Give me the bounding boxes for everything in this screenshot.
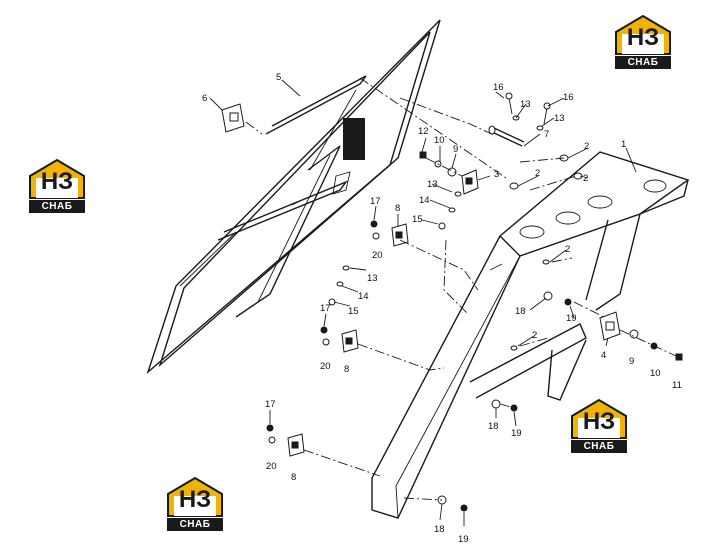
- callout-19: 19: [511, 428, 522, 439]
- callout-2: 2: [532, 330, 537, 341]
- callout-19: 19: [458, 534, 469, 545]
- callout-17: 17: [370, 196, 381, 207]
- callout-18: 18: [515, 306, 526, 317]
- nz-snab-logo: НЗ СНАБ: [568, 398, 630, 454]
- nz-snab-logo: НЗ СНАБ: [612, 14, 674, 70]
- callout-4: 4: [601, 350, 606, 361]
- callout-18: 18: [488, 421, 499, 432]
- rod-7: [488, 125, 525, 147]
- callout-13: 13: [520, 99, 531, 110]
- callout-1: 1: [621, 139, 626, 150]
- callout-2: 2: [565, 244, 570, 255]
- callout-16: 16: [563, 92, 574, 103]
- callout-10: 10: [650, 368, 661, 379]
- callout-labels: 5 6 1 2 2 2 2 2 16 13 16 13 7 12 10 9 3 …: [202, 72, 682, 545]
- callout-7: 7: [544, 129, 549, 140]
- callout-8: 8: [344, 364, 349, 375]
- frame-post: [371, 151, 690, 519]
- callout-13: 13: [554, 113, 565, 124]
- logo-bottom-text: СНАБ: [29, 200, 85, 213]
- callout-11: 11: [672, 380, 682, 391]
- hinge-bracket-6: [221, 103, 263, 135]
- callout-13: 13: [367, 273, 378, 284]
- logo-top-text: НЗ: [178, 486, 212, 513]
- callout-17: 17: [320, 303, 331, 314]
- hinge-8-upper: [391, 223, 409, 247]
- callout-2: 2: [584, 141, 589, 152]
- callout-10: 10: [434, 135, 445, 146]
- bracket-3: [461, 169, 479, 195]
- callout-20: 20: [372, 250, 383, 261]
- logo-bottom-text: СНАБ: [571, 440, 627, 453]
- callout-20: 20: [266, 461, 277, 472]
- door-latch-plate: [343, 118, 365, 160]
- callout-2: 2: [583, 173, 588, 184]
- callout-14: 14: [419, 195, 430, 206]
- callout-6: 6: [202, 93, 207, 104]
- hinge-8-middle: [341, 329, 359, 353]
- callout-15: 15: [412, 214, 423, 225]
- callout-13: 13: [427, 179, 438, 190]
- logo-bottom-text: СНАБ: [167, 518, 223, 531]
- hinge-8-lower: [287, 433, 305, 457]
- logo-top-text: НЗ: [40, 168, 74, 195]
- logo-top-text: НЗ: [582, 408, 616, 435]
- bracket-4: [599, 311, 621, 341]
- callout-18: 18: [434, 524, 445, 535]
- callout-8: 8: [395, 203, 400, 214]
- callout-2: 2: [535, 168, 540, 179]
- callout-12: 12: [418, 126, 429, 137]
- callout-9: 9: [453, 144, 458, 155]
- callout-3: 3: [494, 169, 499, 180]
- fasteners: [266, 92, 683, 512]
- leader-lines: [209, 79, 637, 526]
- callout-15: 15: [348, 306, 359, 317]
- nz-snab-logo: НЗ СНАБ: [26, 158, 88, 214]
- callout-19: 19: [566, 313, 577, 324]
- callout-9: 9: [629, 356, 634, 367]
- callout-20: 20: [320, 361, 331, 372]
- callout-8: 8: [291, 472, 296, 483]
- callout-17: 17: [265, 399, 276, 410]
- callout-5: 5: [276, 72, 281, 83]
- door-frame: [146, 19, 441, 375]
- logo-bottom-text: СНАБ: [615, 56, 671, 69]
- callout-14: 14: [358, 291, 369, 302]
- logo-top-text: НЗ: [626, 24, 660, 51]
- center-lines: [303, 77, 677, 501]
- nz-snab-logo: НЗ СНАБ: [164, 476, 226, 532]
- callout-16: 16: [493, 82, 504, 93]
